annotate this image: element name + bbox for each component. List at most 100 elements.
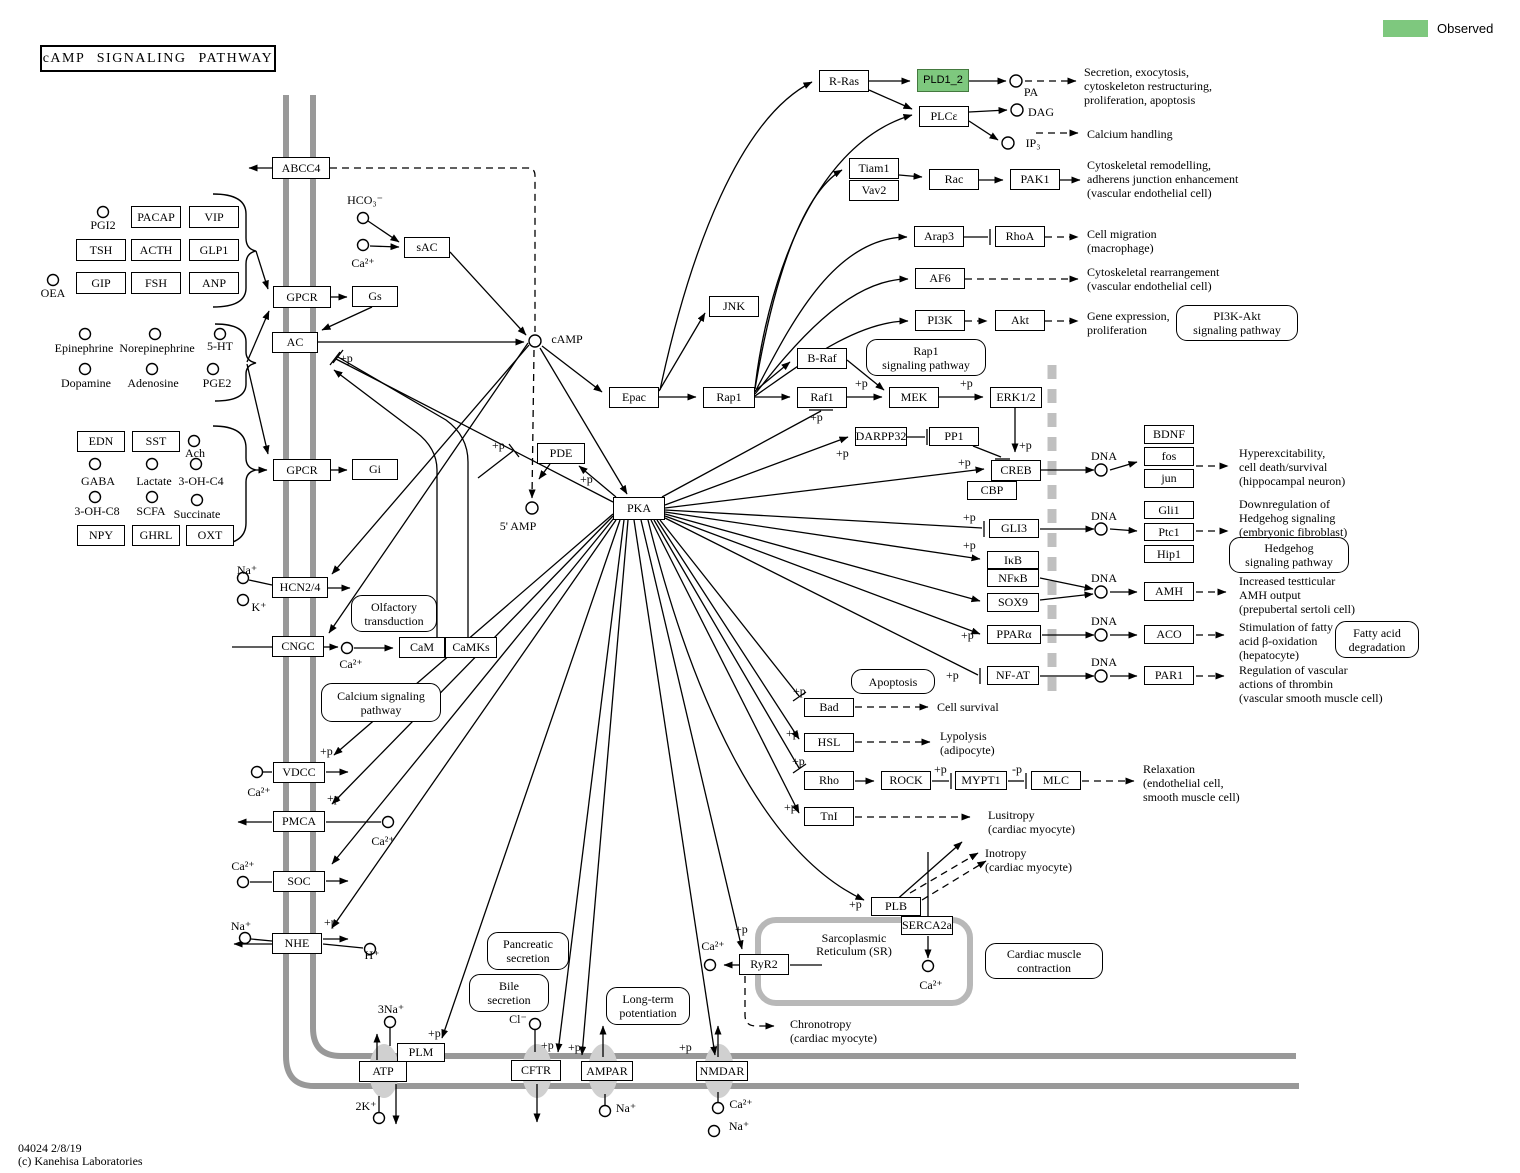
box-raf1[interactable]: Raf1: [797, 387, 847, 408]
pathway-pi3kakt[interactable]: PI3K-Akt signaling pathway: [1176, 305, 1298, 341]
box-abcc4[interactable]: ABCC4: [272, 157, 330, 179]
box-serca2a[interactable]: SERCA2a: [901, 916, 953, 935]
box-vip[interactable]: VIP: [189, 206, 239, 228]
box-akt[interactable]: Akt: [995, 310, 1045, 331]
box-hcn24[interactable]: HCN2/4: [272, 577, 328, 598]
box-rho[interactable]: Rho: [804, 771, 854, 790]
box-nfkb[interactable]: NFκB: [987, 569, 1039, 587]
box-fos[interactable]: fos: [1144, 447, 1194, 466]
box-oxt[interactable]: OXT: [186, 525, 234, 546]
box-darpp32[interactable]: DARPP32: [855, 427, 907, 446]
box-hsl[interactable]: HSL: [804, 733, 854, 752]
box-cftr[interactable]: CFTR: [511, 1060, 561, 1081]
pathway-rap1[interactable]: Rap1 signaling pathway: [866, 339, 986, 376]
plabel-raf1: +p: [810, 410, 823, 424]
box-gs[interactable]: Gs: [352, 286, 398, 307]
label-dag: DAG: [1028, 105, 1054, 119]
box-mypt1[interactable]: MYPT1: [955, 771, 1007, 790]
box-gpcr-2[interactable]: GPCR: [273, 459, 331, 481]
box-arap3[interactable]: Arap3: [914, 226, 964, 247]
box-pp1[interactable]: PP1: [929, 427, 979, 446]
box-rac[interactable]: Rac: [929, 169, 979, 190]
box-ptc1[interactable]: Ptc1: [1144, 523, 1194, 541]
box-hip1[interactable]: Hip1: [1144, 545, 1194, 563]
box-nfat[interactable]: NF-AT: [987, 666, 1039, 685]
box-rock[interactable]: ROCK: [881, 771, 931, 790]
box-gip[interactable]: GIP: [76, 272, 126, 294]
box-bdnf[interactable]: BDNF: [1144, 425, 1194, 444]
box-ikb[interactable]: IκB: [987, 551, 1039, 569]
label-ca-ryr2: Ca²⁺: [701, 939, 725, 953]
box-af6[interactable]: AF6: [915, 268, 965, 289]
box-gli3[interactable]: GLI3: [989, 519, 1039, 538]
box-anp[interactable]: ANP: [189, 272, 239, 294]
box-nmdar[interactable]: NMDAR: [696, 1061, 748, 1081]
box-rhoa[interactable]: RhoA: [995, 226, 1045, 247]
pathway-calcium[interactable]: Calcium signaling pathway: [321, 683, 441, 722]
box-pde[interactable]: PDE: [537, 443, 585, 464]
box-nhe[interactable]: NHE: [272, 933, 322, 954]
box-ryr2[interactable]: RyR2: [739, 954, 789, 975]
label-ca-soc: Ca²⁺: [231, 859, 255, 873]
box-tni[interactable]: TnI: [804, 807, 854, 826]
box-aco[interactable]: ACO: [1144, 625, 1194, 644]
box-rap1[interactable]: Rap1: [703, 387, 755, 408]
box-cbp[interactable]: CBP: [967, 481, 1017, 500]
box-tiam1[interactable]: Tiam1: [849, 158, 899, 179]
box-glp1[interactable]: GLP1: [189, 239, 239, 261]
box-gli1[interactable]: Gli1: [1144, 501, 1194, 519]
box-mlc[interactable]: MLC: [1031, 771, 1081, 790]
box-acth[interactable]: ACTH: [131, 239, 181, 261]
box-ppara[interactable]: PPARα: [987, 625, 1041, 644]
box-gpcr-1[interactable]: GPCR: [273, 286, 331, 308]
label-norepinephrine: Norepinephrine: [119, 341, 195, 355]
box-pld12[interactable]: PLD1_2: [917, 69, 969, 92]
box-camks[interactable]: CaMKs: [445, 637, 497, 658]
box-gi[interactable]: Gi: [352, 459, 398, 480]
box-pmca[interactable]: PMCA: [273, 811, 325, 832]
box-epac[interactable]: Epac: [609, 387, 659, 408]
pathway-ltp[interactable]: Long-term potentiation: [606, 987, 690, 1025]
box-pak1[interactable]: PAK1: [1010, 169, 1060, 190]
box-ac[interactable]: AC: [272, 332, 318, 353]
box-ampar[interactable]: AMPAR: [581, 1061, 633, 1081]
box-plce[interactable]: PLCε: [919, 106, 969, 127]
pathway-cardiac[interactable]: Cardiac muscle contraction: [985, 943, 1103, 979]
box-vav2[interactable]: Vav2: [849, 180, 899, 201]
box-vdcc[interactable]: VDCC: [273, 762, 325, 783]
label-dopamine: Dopamine: [61, 376, 111, 390]
box-creb[interactable]: CREB: [991, 460, 1041, 481]
pathway-hedgehog[interactable]: Hedgehog signaling pathway: [1229, 537, 1349, 573]
box-mek[interactable]: MEK: [889, 387, 939, 408]
box-pacap[interactable]: PACAP: [131, 206, 181, 228]
box-edn[interactable]: EDN: [77, 431, 125, 452]
pathway-fattyacid[interactable]: Fatty acid degradation: [1335, 621, 1419, 658]
box-fsh[interactable]: FSH: [131, 272, 181, 294]
pathway-bile[interactable]: Bile secretion: [469, 974, 549, 1012]
box-plm[interactable]: PLM: [397, 1043, 445, 1062]
pathway-pancreatic[interactable]: Pancreatic secretion: [487, 932, 569, 970]
box-sac[interactable]: sAC: [404, 237, 450, 258]
box-sst[interactable]: SST: [132, 431, 180, 452]
box-tsh[interactable]: TSH: [76, 239, 126, 261]
box-pi3k[interactable]: PI3K: [915, 310, 965, 331]
box-plb[interactable]: PLB: [871, 897, 921, 916]
box-cam[interactable]: CaM: [399, 637, 445, 658]
box-sox9[interactable]: SOX9: [987, 593, 1039, 612]
box-bad[interactable]: Bad: [804, 698, 854, 717]
box-jun[interactable]: jun: [1144, 469, 1194, 488]
box-par1[interactable]: PAR1: [1144, 666, 1194, 685]
box-npy[interactable]: NPY: [77, 525, 125, 546]
box-jnk[interactable]: JNK: [709, 296, 759, 317]
box-erk12[interactable]: ERK1/2: [990, 387, 1042, 408]
box-amh[interactable]: AMH: [1144, 582, 1194, 601]
box-ghrl[interactable]: GHRL: [132, 525, 180, 546]
box-rras[interactable]: R-Ras: [819, 70, 869, 92]
box-soc[interactable]: SOC: [273, 871, 325, 892]
box-atp[interactable]: ATP: [359, 1061, 407, 1082]
box-pka[interactable]: PKA: [613, 497, 665, 520]
pathway-olfactory[interactable]: Olfactory transduction: [351, 595, 437, 632]
box-braf[interactable]: B-Raf: [797, 348, 847, 369]
box-cngc[interactable]: CNGC: [272, 636, 324, 657]
pathway-apoptosis[interactable]: Apoptosis: [851, 669, 935, 694]
